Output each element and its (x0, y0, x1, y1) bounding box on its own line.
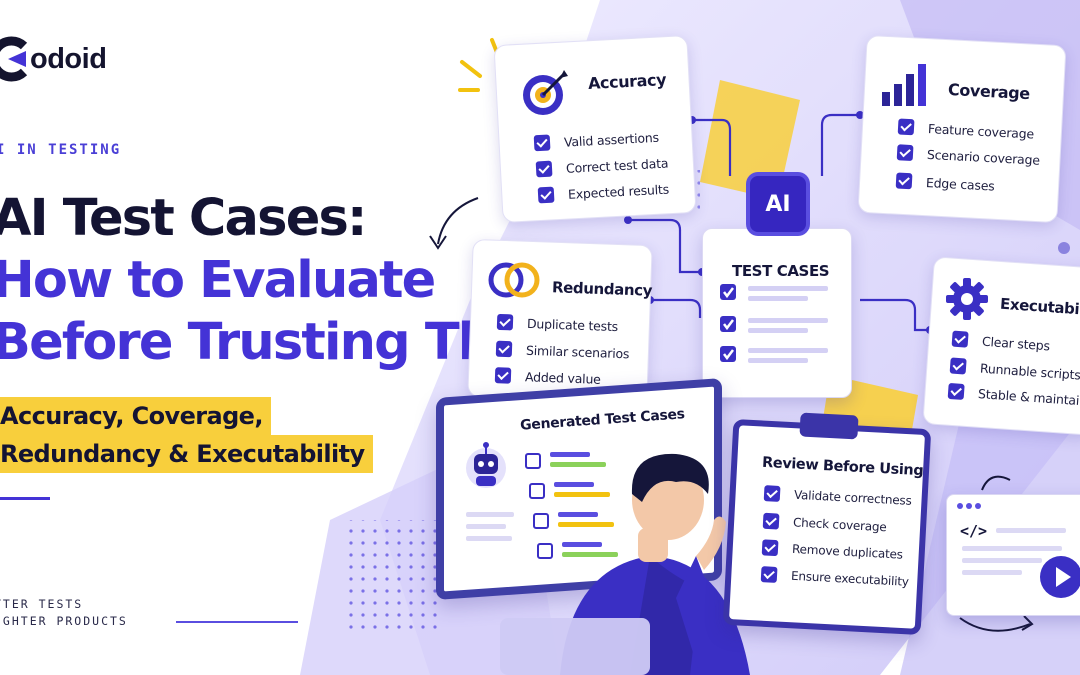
subtitle-line-2: Redundancy & Executability (0, 435, 373, 473)
checkbox-checked-icon (897, 118, 915, 136)
robot-icon (466, 442, 506, 488)
checkbox-checked-icon (763, 485, 781, 502)
checkbox-checked-icon (760, 566, 778, 583)
accuracy-title: Accuracy (587, 69, 667, 94)
curved-arrow-icon (429, 197, 1034, 632)
code-icon (957, 503, 1066, 575)
clipboard-clip (799, 412, 859, 440)
checkbox-checked-icon (537, 186, 555, 204)
title-line-1: AI Test Cases: (0, 189, 367, 248)
checkbox-checked-icon (533, 134, 551, 152)
accent-bar (0, 497, 50, 500)
page-title: AI Test Cases: How to Evaluate Before Tr… (0, 188, 578, 374)
tagline-line-1: TTER TESTS (0, 597, 84, 611)
title-line-2: How to Evaluate (0, 251, 436, 310)
tagline-line-2: IGHTER PRODUCTS (0, 614, 128, 628)
checkbox-checked-icon (947, 382, 965, 400)
person-illustration (500, 453, 750, 675)
checkbox-checked-icon (761, 539, 779, 557)
tagline: TTER TESTS IGHTER PRODUCTS (0, 596, 128, 630)
checkbox-checked-icon (895, 172, 913, 190)
subtitle: Accuracy, Coverage, Redundancy & Executa… (0, 397, 373, 473)
checkbox-checked-icon (495, 340, 513, 358)
target-icon (523, 70, 568, 115)
redundancy-title: Redundancy (551, 278, 653, 300)
bar-chart-icon (882, 64, 926, 106)
checkbox-checked-icon (951, 330, 969, 348)
generated-list (466, 452, 618, 559)
logo-text: odoid (30, 42, 107, 75)
checkbox-checked-icon (535, 160, 553, 178)
play-icon[interactable] (1038, 554, 1080, 600)
checkbox-checked-icon (949, 357, 967, 375)
subtitle-line-1: Accuracy, Coverage, (0, 397, 271, 435)
gear-icon (946, 278, 988, 320)
checkbox-checked-icon (896, 144, 914, 162)
eyebrow-label: I IN TESTING (0, 142, 122, 158)
test-cases-title: TEST CASES (732, 262, 830, 280)
checkbox-checked-icon (494, 367, 512, 384)
checkbox-checked-icon (762, 512, 780, 530)
logo-mark-icon (0, 36, 28, 82)
test-case-list (720, 284, 828, 363)
checkbox-checked-icon (496, 313, 514, 331)
ai-chip-icon: AI (750, 176, 806, 232)
test-cases-card (702, 228, 852, 398)
brand-logo[interactable]: odoid (0, 36, 107, 82)
code-glyph: </> (960, 522, 988, 540)
dot-pattern (345, 520, 445, 630)
tagline-rule (176, 621, 298, 623)
overlap-rings-icon (488, 262, 540, 298)
